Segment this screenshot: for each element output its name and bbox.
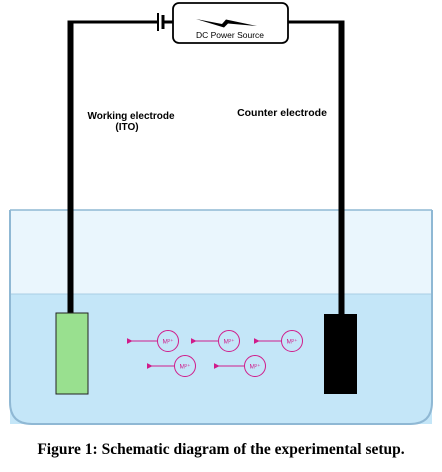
ion-label: M²⁺ [162,339,174,346]
container-bottom-round [10,402,432,424]
working-electrode [55,312,89,395]
lightning-bolt-icon [196,19,257,28]
container-outline [9,210,433,425]
ion-circle [281,330,303,352]
metal-ion: M²⁺ [126,330,179,352]
ion-circle [218,330,240,352]
metal-ion: M²⁺ [190,330,240,352]
metal-ion: M²⁺ [146,355,196,377]
counter-electrode-label: Counter electrode [237,107,327,119]
figure-caption: Figure 1: Schematic diagram of the exper… [37,441,405,458]
metal-ion: M²⁺ [213,355,266,377]
ion-label: M²⁺ [249,364,261,371]
ion-label: M²⁺ [286,339,298,346]
working-electrode-label: Working electrode [87,111,174,122]
ion-circle [174,355,196,377]
counter-electrode [324,314,357,394]
battery-symbol [157,13,174,31]
ion-circle [157,330,179,352]
dc-power-source: DC Power Source [172,2,289,44]
working-electrode-material-label: (ITO) [115,122,138,133]
metal-ion: M²⁺ [253,330,303,352]
power-source-label: DC Power Source [196,30,264,40]
ion-label: M²⁺ [223,339,235,346]
circuit-wires [67,20,345,316]
ion-circle [244,355,266,377]
ion-label: M²⁺ [179,364,191,371]
